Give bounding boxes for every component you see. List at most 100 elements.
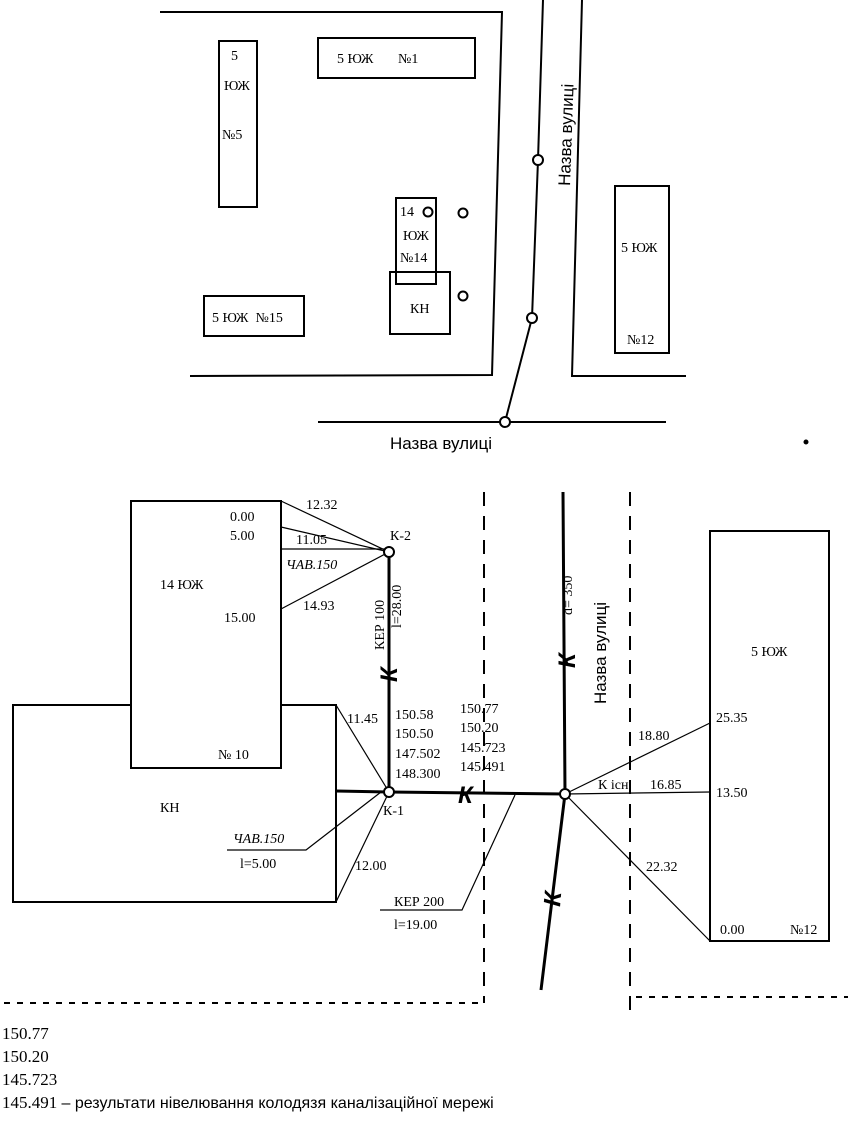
tie-line — [564, 722, 711, 795]
building-14-label: 14 — [400, 205, 414, 220]
street-name-vertical: Назва вулиці — [555, 83, 578, 186]
building-5-label: 5 — [231, 49, 238, 64]
building-5 — [218, 40, 258, 208]
detail-building-14 — [130, 500, 282, 769]
dim-label: 11.05 — [296, 533, 327, 548]
k1-level: 150.58 — [395, 708, 434, 723]
dim-label: 18.80 — [638, 729, 670, 744]
manhole-k1-icon — [383, 786, 395, 798]
k-symbol-street-bottom: К — [539, 888, 567, 907]
legend-value: 145.491 — [2, 1093, 58, 1112]
building-12-label: 5 ЮЖ — [621, 241, 658, 256]
street-collector — [539, 491, 567, 991]
manhole-kexist-icon — [559, 788, 571, 800]
leader-line — [227, 791, 382, 851]
k1-level: 150.50 — [395, 727, 434, 742]
kexist-level: 145.723 — [460, 741, 506, 756]
manhole-icon — [457, 207, 469, 219]
tie-line — [564, 791, 711, 795]
pipe-main-label: КЕР 200 — [394, 895, 444, 910]
building-1-label: 5 ЮЖ №1 — [337, 52, 418, 67]
tie-line — [280, 500, 390, 553]
pipe-k2-label: КЕР 100 — [373, 600, 388, 650]
detail-building-12-label: 5 ЮЖ — [751, 645, 788, 660]
detail-building-14-label: 14 ЮЖ — [160, 578, 204, 593]
dim-label: 16.85 — [650, 778, 682, 793]
tie-line — [564, 793, 711, 942]
building-kn — [389, 271, 451, 335]
kexist-level: 150.77 — [460, 702, 499, 717]
dim-label: 13.50 — [716, 786, 748, 801]
detail-plan — [4, 491, 848, 1015]
pipe-14-label: ЧАВ.150 — [286, 558, 337, 573]
dim-label: 11.45 — [347, 712, 378, 727]
dim-label: 25.35 — [716, 711, 748, 726]
k1-level: 148.300 — [395, 767, 441, 782]
tie-line — [280, 551, 390, 610]
detail-building-12-number: №12 — [790, 923, 817, 938]
dim-label: 12.32 — [306, 498, 338, 513]
dim-label: 5.00 — [230, 529, 255, 544]
top-plan — [160, 0, 809, 445]
dim-label: 0.00 — [720, 923, 745, 938]
k-symbol-street-top: К — [554, 651, 581, 668]
tie-line — [335, 791, 390, 903]
kexist-level: 150.20 — [460, 721, 499, 736]
legend: 150.77 150.20 145.723 145.491 – результа… — [2, 1022, 494, 1115]
tie-line — [280, 526, 390, 553]
detail-building-kn-label: КН — [160, 801, 179, 816]
dim-label: 12.00 — [355, 859, 387, 874]
building-5-label: ЮЖ — [224, 79, 250, 94]
manhole-icon — [457, 290, 469, 302]
k-symbol-k2-pipe: К — [376, 665, 403, 682]
detail-building-kn — [12, 704, 337, 903]
pipe-kn-length: l=5.00 — [240, 857, 276, 872]
k1-level: 147.502 — [395, 747, 441, 762]
pipe-k2-length: l=28.00 — [390, 585, 405, 628]
building-12 — [614, 185, 670, 354]
manhole-icon — [499, 416, 511, 428]
block-boundary-right — [570, 0, 686, 377]
dot-mark — [803, 439, 809, 445]
building-12-number: №12 — [627, 333, 654, 348]
manhole-icon — [422, 206, 434, 218]
dim-label: 15.00 — [224, 611, 256, 626]
block-boundary-left — [160, 11, 504, 377]
tie-line — [335, 704, 390, 793]
street-name-horizontal: Назва вулиці — [390, 434, 492, 453]
detail-street-name: Назва вулиці — [591, 602, 610, 704]
building-5-label: №5 — [222, 128, 242, 143]
legend-row: 145.491 – результати нівелювання колодяз… — [2, 1091, 494, 1115]
pipe-kn-label: ЧАВ.150 — [233, 832, 284, 847]
legend-value: 145.723 — [2, 1070, 58, 1089]
detail-building-12 — [709, 530, 830, 942]
building-kn-label: КН — [410, 302, 429, 317]
street-diameter-label: d= 350 — [561, 576, 576, 615]
building-14-label: №14 — [400, 251, 427, 266]
pipe-main-length: l=19.00 — [394, 918, 437, 933]
pipe-k1-kexist — [388, 790, 566, 796]
building-15 — [203, 295, 305, 337]
legend-caption: – результати нівелювання колодязя каналі… — [61, 1095, 494, 1112]
building-14 — [395, 197, 437, 285]
legend-value: 150.20 — [2, 1047, 49, 1066]
detail-building-10-number: № 10 — [218, 748, 249, 763]
manhole-kexist-label: К існ. — [598, 778, 632, 793]
leader-line — [380, 794, 516, 911]
k-symbol-main-pipe: К — [458, 782, 475, 809]
dim-label: 0.00 — [230, 510, 255, 525]
building-14-label: ЮЖ — [403, 229, 429, 244]
legend-value: 150.77 — [2, 1024, 49, 1043]
building-15-label: 5 ЮЖ №15 — [212, 311, 283, 326]
kexist-level: 145.491 — [460, 760, 506, 775]
manhole-icon — [532, 154, 544, 166]
dim-label: 14.93 — [303, 599, 335, 614]
dim-label: 22.32 — [646, 860, 678, 875]
building-1 — [317, 37, 476, 79]
manhole-k2-icon — [383, 546, 395, 558]
sewer-line-top — [504, 0, 544, 423]
manhole-k2-label: К-2 — [390, 529, 411, 544]
manhole-icon — [526, 312, 538, 324]
pipe-kn-k1 — [335, 789, 390, 794]
